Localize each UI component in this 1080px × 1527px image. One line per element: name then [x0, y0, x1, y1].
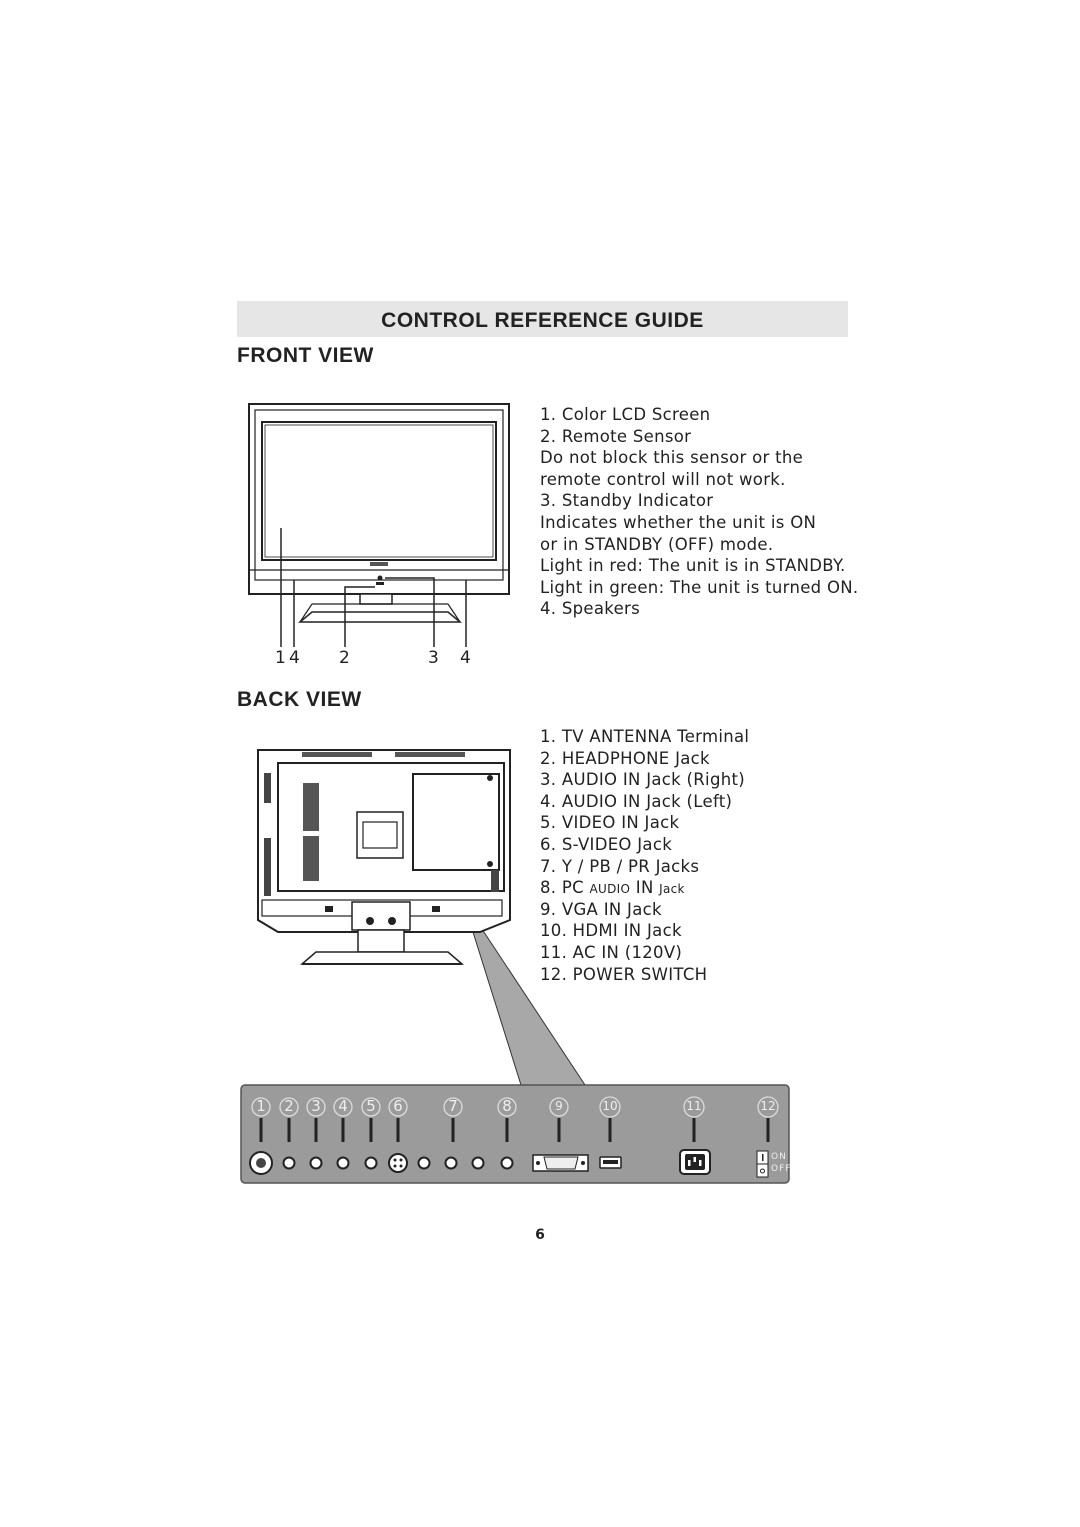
panel-label: 12 [760, 1099, 776, 1113]
list-item: Indicates whether the unit is ON [540, 512, 817, 532]
panel-label: 9 [555, 1099, 563, 1113]
pc-audio-mid: IN [630, 878, 660, 898]
list-item: 5. VIDEO IN Jack [540, 813, 680, 833]
list-item-pc-audio: 8. PC AUDIO IN Jack [540, 877, 749, 899]
front-callout-4b: 4 [460, 648, 471, 668]
panel-label: 11 [686, 1099, 702, 1113]
front-callout-2: 2 [339, 648, 350, 668]
page-title: CONTROL REFERENCE GUIDE [381, 309, 704, 332]
panel-label: 10 [602, 1099, 618, 1113]
back-view-heading: BACK VIEW [237, 688, 362, 711]
list-item: 2. HEADPHONE Jack [540, 748, 710, 768]
panel-label: 5 [366, 1097, 376, 1115]
panel-label: 6 [393, 1097, 403, 1115]
list-item: 12. POWER SWITCH [540, 964, 708, 984]
list-item: 3. Standby Indicator [540, 491, 714, 511]
title-bar: CONTROL REFERENCE GUIDE [237, 301, 848, 337]
list-item: 10. HDMI IN Jack [540, 921, 682, 941]
list-item: remote control will not work. [540, 469, 786, 489]
front-view-list: 1. Color LCD Screen 2. Remote Sensor Do … [540, 404, 858, 620]
list-item: 2. Remote Sensor [540, 426, 692, 446]
switch-on-label: ON [771, 1152, 787, 1162]
page-number: 6 [535, 1227, 545, 1243]
list-item: 1. Color LCD Screen [540, 405, 711, 424]
switch-off-label: OFF [771, 1164, 792, 1174]
list-item: 6. S-VIDEO Jack [540, 834, 673, 854]
list-item: 3. AUDIO IN Jack (Right) [540, 770, 745, 790]
front-callout-4a: 4 [289, 648, 300, 668]
pc-audio-jack: Jack [659, 882, 685, 897]
front-callout-1: 1 [275, 648, 286, 668]
pc-audio-prefix: 8. PC [540, 878, 590, 898]
list-item: 4. AUDIO IN Jack (Left) [540, 791, 733, 811]
back-view-list: 1. TV ANTENNA Terminal 2. HEADPHONE Jack… [540, 726, 749, 985]
pc-audio-small: AUDIO [589, 882, 631, 897]
panel-label: 8 [502, 1097, 512, 1115]
list-item: or in STANDBY (OFF) mode. [540, 534, 774, 554]
list-item: 7. Y / PB / PR Jacks [540, 856, 700, 876]
front-view-heading: FRONT VIEW [237, 344, 374, 367]
list-item: Light in red: The unit is in STANDBY. [540, 556, 846, 576]
list-item: 4. Speakers [540, 599, 640, 619]
list-item: 11. AC IN (120V) [540, 942, 683, 962]
panel-label: 1 [256, 1097, 266, 1115]
list-item: 1. TV ANTENNA Terminal [540, 727, 750, 746]
panel-label: 4 [338, 1097, 348, 1115]
list-item: 9. VGA IN Jack [540, 899, 662, 919]
panel-label: 3 [311, 1097, 321, 1115]
panel-label: 2 [284, 1097, 294, 1115]
list-item: Light in green: The unit is turned ON. [540, 577, 859, 597]
list-item: Do not block this sensor or the [540, 448, 804, 468]
front-callout-3: 3 [428, 648, 439, 668]
panel-label: 7 [448, 1097, 458, 1115]
